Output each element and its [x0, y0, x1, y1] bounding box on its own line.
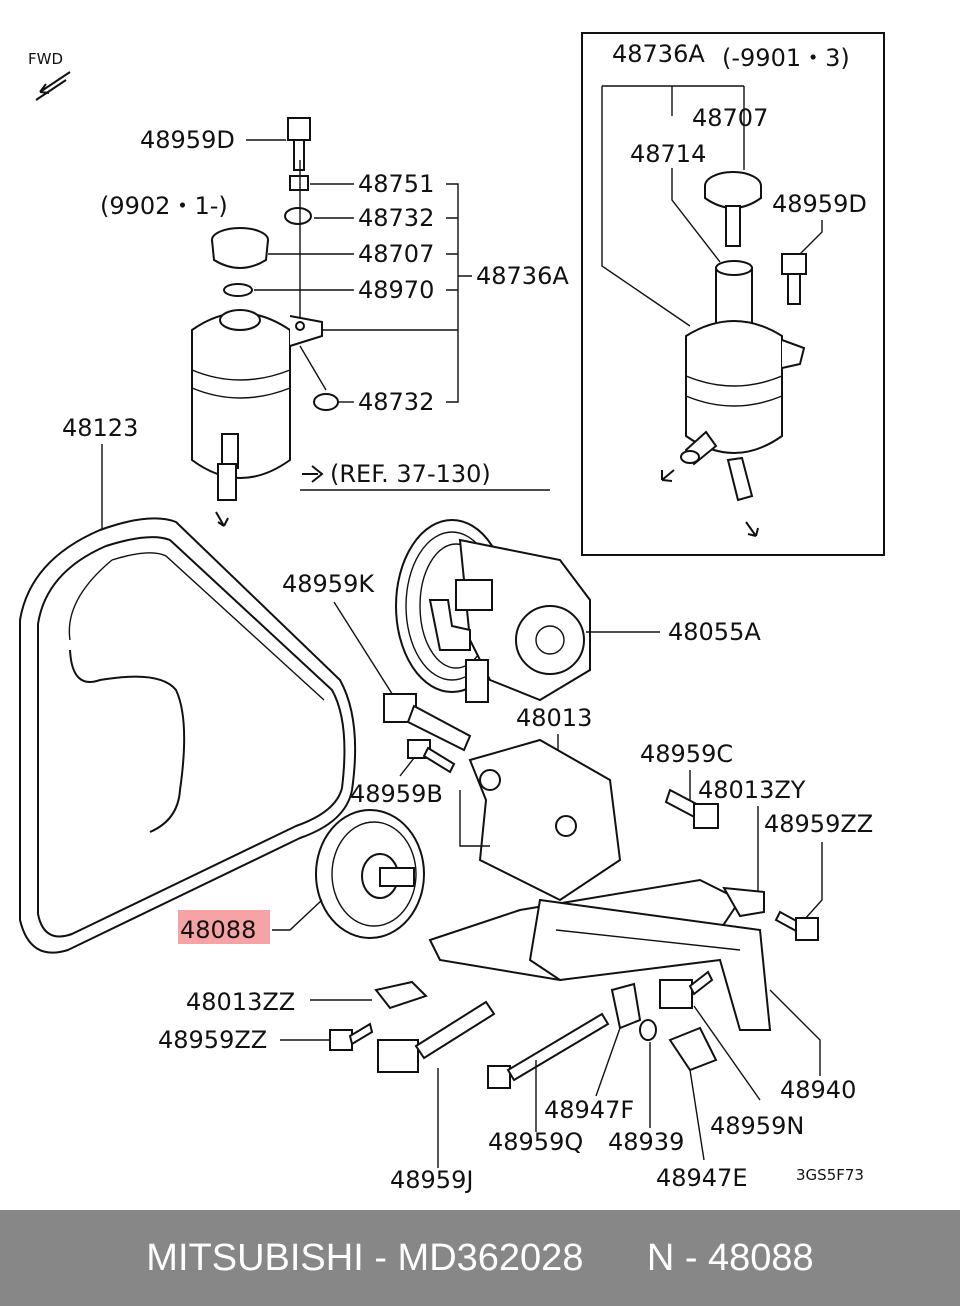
- label-48013ZZ: 48013ZZ: [186, 988, 295, 1016]
- label-48707: 48707: [358, 240, 434, 268]
- reservoir-assembly: 48959D 48751 48732 (9902・1-) 48707 48970…: [100, 117, 569, 527]
- label-48055A: 48055A: [668, 618, 761, 646]
- inset-frame: [581, 32, 885, 556]
- variant-left-label: (9902・1-): [100, 192, 228, 220]
- label-48736A-inset: 48736A: [612, 40, 705, 68]
- label-48959N: 48959N: [710, 1112, 804, 1140]
- ref-arrow-icon: [302, 465, 324, 483]
- label-48959K: 48959K: [282, 570, 375, 598]
- label-48970: 48970: [358, 276, 434, 304]
- pump-bracket: [468, 738, 622, 902]
- inset-neck: [715, 267, 753, 325]
- label-48939: 48939: [608, 1128, 684, 1156]
- label-48732-bottom: 48732: [358, 388, 434, 416]
- label-48736A: 48736A: [476, 262, 569, 290]
- label-48947E: 48947E: [656, 1164, 748, 1192]
- label-48959ZZ-right: 48959ZZ: [764, 810, 873, 838]
- inset-reservoir: [685, 320, 783, 454]
- ref-note: (REF. 37-130): [300, 460, 550, 491]
- label-48751: 48751: [358, 170, 434, 198]
- label-48707-inset: 48707: [692, 104, 768, 132]
- fwd-label: FWD: [28, 50, 63, 68]
- parts-diagram: FWD 48736A (-9901・3) 48707 48714 48959D: [19, 32, 885, 1194]
- label-48959ZZ-left: 48959ZZ: [158, 1026, 267, 1054]
- label-48947F: 48947F: [544, 1096, 634, 1124]
- label-48959Q: 48959Q: [488, 1128, 583, 1156]
- reservoir-body: [191, 312, 291, 479]
- label-48088[interactable]: 48088: [180, 916, 256, 944]
- label-48732-top: 48732: [358, 204, 434, 232]
- brand-name: MITSUBISHI: [146, 1236, 364, 1279]
- outlet-arrow-icon: [661, 469, 675, 482]
- power-steering-pump: 48055A: [395, 519, 761, 703]
- variant-right-label: (-9901・3): [722, 44, 850, 72]
- bolt-48959J: [377, 1039, 419, 1073]
- label-48959B: 48959B: [350, 780, 443, 808]
- label-48013: 48013: [516, 704, 592, 732]
- outlet-arrow-icon: [215, 511, 229, 527]
- ref-label: (REF. 37-130): [330, 460, 491, 488]
- label-48123: 48123: [62, 414, 138, 442]
- part-info-bar: MITSUBISHI - MD362028 N - 48088: [0, 1210, 960, 1306]
- label-48013ZY: 48013ZY: [698, 776, 806, 804]
- drive-belt: 48123: [19, 414, 357, 954]
- fwd-indicator: FWD: [28, 50, 71, 101]
- label-48959D: 48959D: [140, 126, 235, 154]
- label-48714: 48714: [630, 140, 706, 168]
- label-48959D-inset: 48959D: [772, 190, 867, 218]
- bracket-assembly: 48959K 48959B 48013 48959C 48013ZY 48959…: [158, 570, 873, 1194]
- inset-box: 48736A (-9901・3) 48707 48714 48959D: [581, 32, 885, 556]
- part-number: MD362028: [397, 1236, 584, 1279]
- label-48959J: 48959J: [390, 1166, 473, 1194]
- label-48959C: 48959C: [640, 740, 733, 768]
- diagram-code: 3GS5F73: [796, 1166, 864, 1184]
- label-48088-highlight: [178, 910, 270, 944]
- fwd-arrow-icon: [35, 71, 71, 101]
- footer-gap: [583, 1237, 646, 1280]
- label-48940: 48940: [780, 1076, 856, 1104]
- footer-separator: -: [363, 1236, 398, 1279]
- ref-number: N - 48088: [646, 1236, 814, 1279]
